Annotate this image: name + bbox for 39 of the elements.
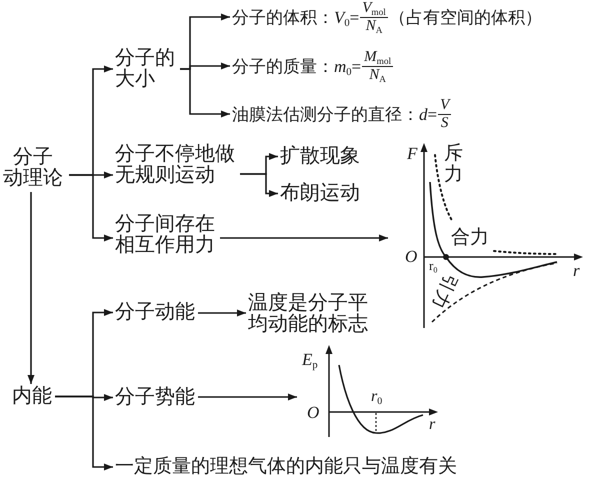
arrow xyxy=(180,68,230,118)
concept-text: 扩散现象 xyxy=(280,146,360,167)
statement-text: 温度是分子平均动能的标志 xyxy=(248,293,370,335)
origin-label: O xyxy=(405,248,418,267)
arrow xyxy=(55,396,113,470)
arrow xyxy=(220,234,388,242)
arrow xyxy=(198,394,297,400)
axis-label: r xyxy=(429,416,436,434)
arrow xyxy=(28,192,34,384)
arrow xyxy=(240,173,278,197)
point-label: r$_{0}$ xyxy=(371,388,382,406)
point-label: r$_{0}$ xyxy=(429,259,438,274)
arrow xyxy=(198,310,246,316)
fraction-denominator: N$_{A}$ xyxy=(364,18,384,34)
concept-text: 分子势能 xyxy=(115,387,195,408)
axis-label: r xyxy=(573,262,580,281)
curve-label: 合力 xyxy=(451,228,489,249)
fraction-numerator: M$_{mol}$ xyxy=(362,49,394,66)
concept-text: 分子不停地做无规则运动 xyxy=(115,144,237,186)
formula-text: 油膜法估测分子的直径：d= xyxy=(232,104,438,124)
axis-label: E$_{p}$ xyxy=(302,351,318,370)
axis-label: F xyxy=(407,145,418,164)
origin-label: O xyxy=(307,404,320,423)
fraction-denominator: N$_{A}$ xyxy=(368,66,387,83)
statement-text: 一定质量的理想气体的内能只与温度有关 xyxy=(115,457,457,477)
fraction-numerator: V xyxy=(438,97,452,114)
note-text: （占有空间的体积） xyxy=(388,8,542,26)
arrow xyxy=(69,174,113,242)
formula-text: 分子的体积：V$_{0}$= xyxy=(232,8,360,26)
concept-text: 分子的大小 xyxy=(115,48,177,90)
concept-text: 分子间存在相互作用力 xyxy=(115,214,217,256)
curve-label: 斥力 xyxy=(444,144,464,186)
concept-text: 布朗运动 xyxy=(280,183,360,204)
fraction-denominator: S xyxy=(440,114,450,131)
concept-text: 分子动能 xyxy=(115,302,195,323)
concept-text: 内能 xyxy=(12,386,52,407)
formula-text: 分子的质量：m$_{0}$= xyxy=(232,56,362,76)
fraction-numerator: V$_{mol}$ xyxy=(360,0,388,18)
concept-text: 分子动理论 xyxy=(0,147,66,189)
